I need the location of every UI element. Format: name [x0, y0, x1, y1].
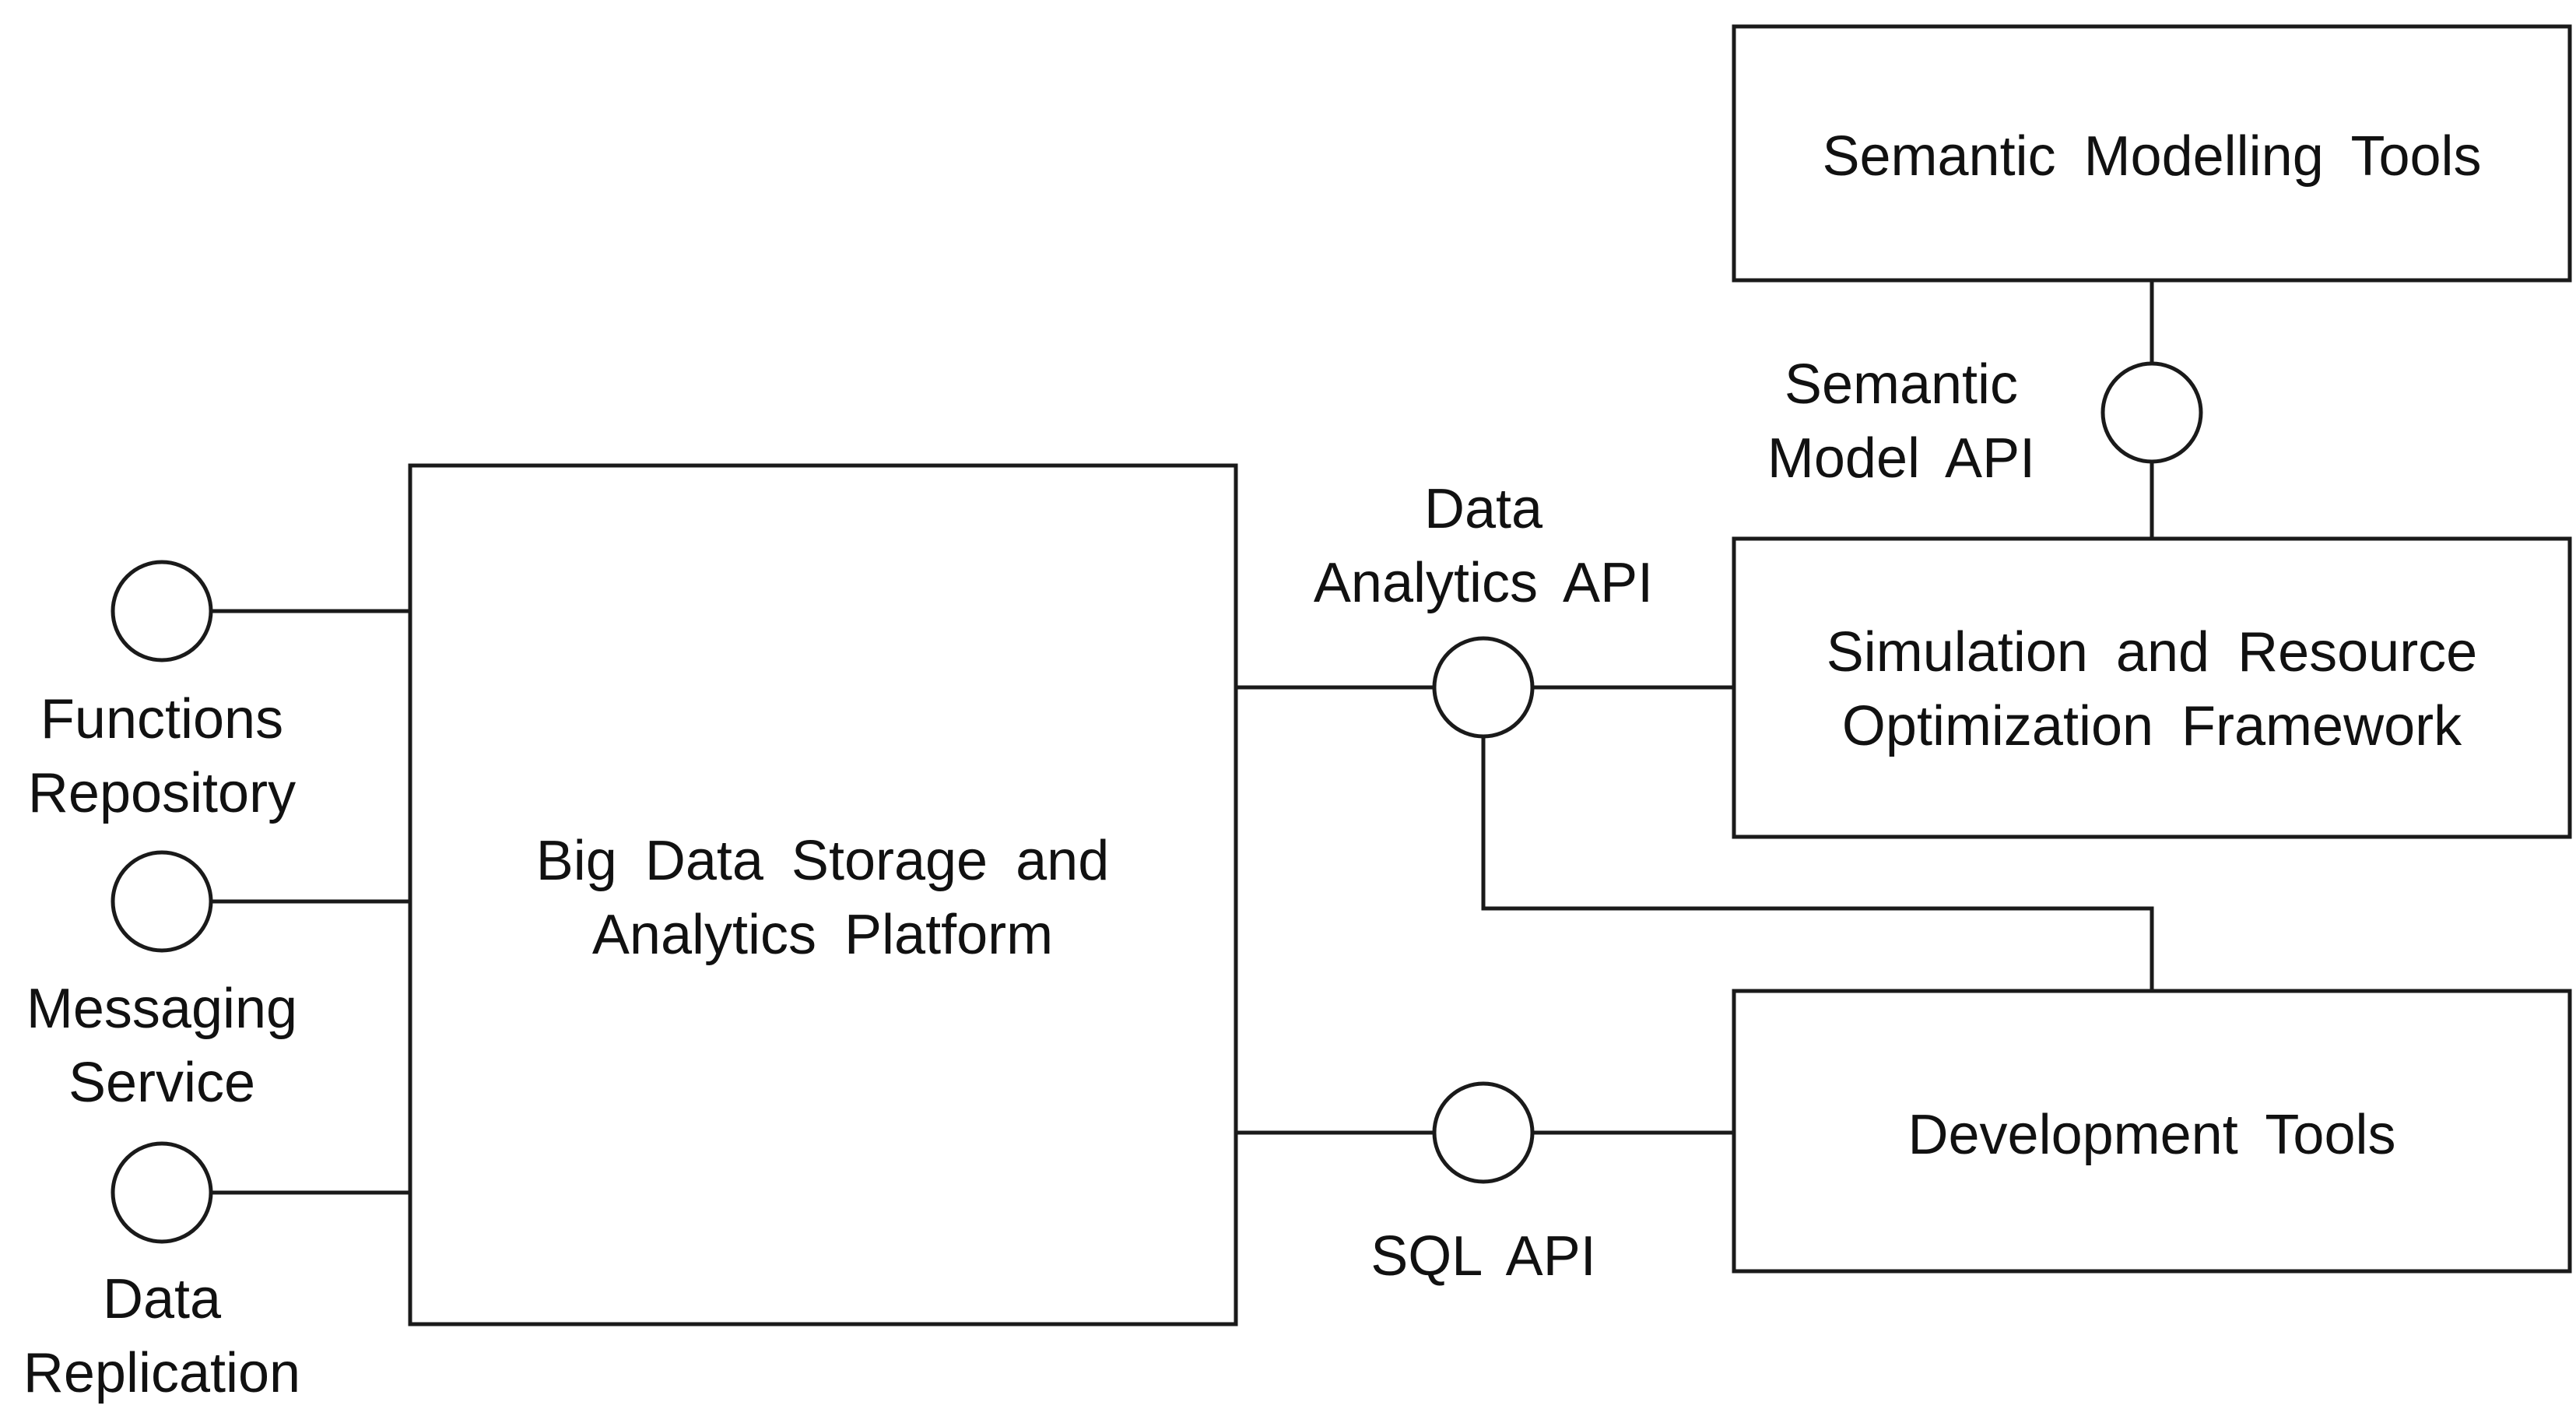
sql-api-interface: SQL API: [1370, 1081, 1596, 1288]
sql-api-port: [1432, 1081, 1535, 1184]
development-tools-label: Development Tools: [1907, 1104, 2395, 1166]
big-data-platform-label-line2: Analytics Platform: [592, 904, 1053, 966]
big-data-platform-box: [408, 463, 1238, 1326]
functions-repository-port: [111, 560, 213, 662]
data-analytics-api-interface: Data Analytics API: [1314, 478, 1653, 739]
simulation-framework-label-line2: Optimization Framework: [1842, 695, 2462, 757]
big-data-platform-component: Big Data Storage and Analytics Platform: [408, 463, 1238, 1326]
data-replication-label-line2: Replication: [23, 1342, 300, 1404]
semantic-model-api-label-line1: Semantic: [1785, 353, 2018, 416]
semantic-model-api-port: [2100, 361, 2203, 464]
messaging-service-label-line1: Messaging: [26, 978, 297, 1040]
simulation-framework-label-line1: Simulation and Resource: [1827, 621, 2477, 683]
development-tools-box: [1732, 989, 2572, 1274]
simulation-framework-component: Simulation and Resource Optimization Fra…: [1732, 536, 2572, 839]
connector-analytics-api-to-development-tools: [1481, 736, 2154, 991]
semantic-model-api-label-line2: Model API: [1767, 427, 2035, 490]
data-replication-label-line1: Data: [103, 1268, 222, 1330]
semantic-modelling-tools-box: [1732, 24, 2572, 283]
functions-repository-label-line2: Repository: [28, 762, 296, 824]
messaging-service-interface: Messaging Service: [26, 850, 297, 1114]
big-data-platform-label-line1: Big Data Storage and: [536, 830, 1109, 892]
semantic-model-api-interface: Semantic Model API: [1767, 353, 2203, 490]
connectors: [211, 280, 2154, 1195]
messaging-service-label-line2: Service: [68, 1052, 255, 1114]
functions-repository-label-line1: Functions: [40, 688, 283, 750]
semantic-modelling-tools-label: Semantic Modelling Tools: [1822, 125, 2481, 188]
data-analytics-api-port: [1432, 636, 1535, 739]
functions-repository-interface: Functions Repository: [28, 560, 296, 824]
data-replication-port: [111, 1141, 213, 1244]
data-analytics-api-label-line2: Analytics API: [1314, 552, 1653, 614]
simulation-framework-box: [1732, 536, 2572, 839]
messaging-service-port: [111, 850, 213, 953]
data-analytics-api-label-line1: Data: [1424, 478, 1543, 540]
semantic-modelling-tools-component: Semantic Modelling Tools: [1732, 24, 2572, 283]
development-tools-component: Development Tools: [1732, 989, 2572, 1274]
data-replication-interface: Data Replication: [23, 1141, 300, 1404]
sql-api-label: SQL API: [1370, 1225, 1595, 1288]
